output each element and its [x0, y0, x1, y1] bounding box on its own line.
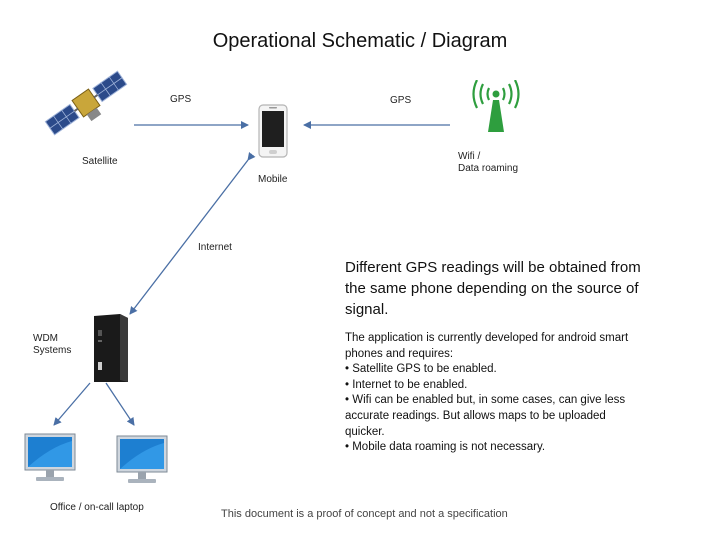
- server-icon: [94, 314, 128, 382]
- office-laptop-label: Office / on-call laptop: [50, 502, 144, 513]
- gps-label-right: GPS: [390, 95, 412, 106]
- requirement-item: • Mobile data roaming is not necessary.: [345, 441, 546, 454]
- wdm-label-line1: WDM: [33, 333, 58, 344]
- requirement-item: • Satellite GPS to be enabled.: [345, 363, 497, 376]
- monitor-icon-left: [24, 433, 76, 481]
- footer-disclaimer: This document is a proof of concept and …: [221, 508, 508, 520]
- data-roaming-label: Data roaming: [458, 163, 519, 174]
- monitor-icon-right: [116, 435, 168, 483]
- laptop-link-right: [105, 382, 135, 426]
- internet-label: Internet: [198, 242, 232, 253]
- requirements-text: The application is currently developed f…: [345, 331, 645, 456]
- phone-icon: [258, 104, 288, 158]
- requirement-item: • Wifi can be enabled but, in some cases…: [345, 394, 626, 438]
- wifi-tower-icon: [472, 80, 520, 132]
- requirement-item: • Internet to be enabled.: [345, 378, 468, 391]
- satellite-icon: [44, 70, 128, 136]
- headline-text: Different GPS readings will be obtained …: [345, 259, 641, 318]
- internet-link: [129, 152, 256, 315]
- page-title: Operational Schematic / Diagram: [212, 30, 508, 52]
- gps-label-left: GPS: [170, 94, 192, 105]
- laptop-link-left: [53, 382, 91, 426]
- wdm-label-line2: Systems: [33, 345, 72, 356]
- wifi-label: Wifi /: [458, 151, 481, 162]
- requirements-intro: The application is currently developed f…: [345, 332, 629, 360]
- satellite-label: Satellite: [82, 156, 118, 167]
- mobile-label: Mobile: [258, 174, 288, 185]
